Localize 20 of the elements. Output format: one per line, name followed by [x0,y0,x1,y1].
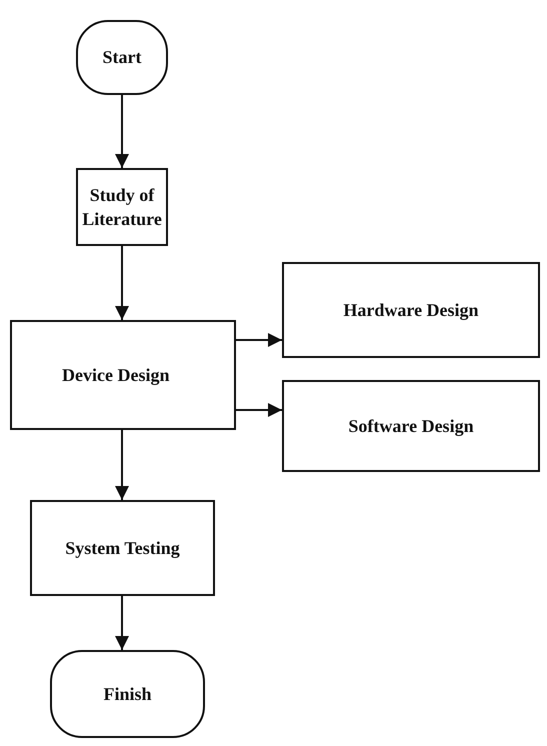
node-label: Hardware Design [343,298,479,322]
arrow [115,430,129,500]
process-box [282,262,540,358]
arrow [115,95,129,168]
arrow [236,403,282,417]
node-label: Software Design [348,414,474,438]
node-label: Start [102,46,142,70]
process-box [30,500,215,596]
arrow [115,246,129,320]
node-label: Finish [103,682,152,706]
process-box [76,168,168,246]
arrow [236,333,282,347]
terminal-box [50,650,205,738]
node-label: System Testing [65,536,180,560]
terminal-box [76,20,168,95]
process-box [10,320,236,430]
arrow [115,596,129,650]
node-label: Device Design [62,364,170,387]
node-label: Study of Literature [82,184,162,231]
process-box [282,380,540,472]
